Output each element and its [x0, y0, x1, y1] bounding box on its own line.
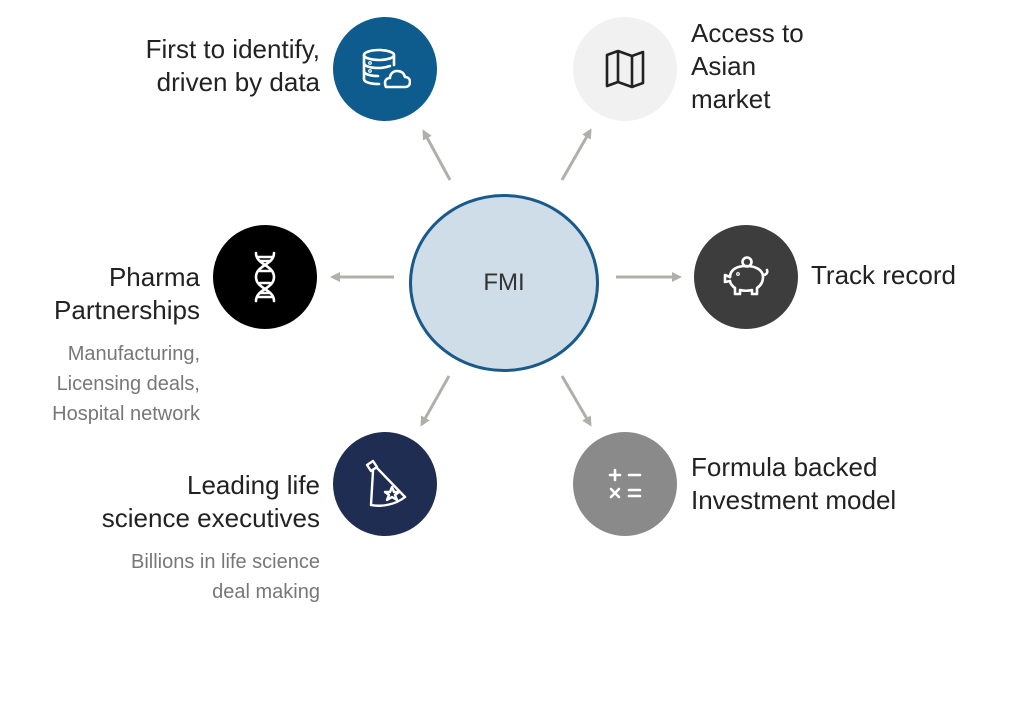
sublabel-pharma-line-1: Manufacturing, — [67, 343, 200, 365]
label-pharma-line-2: Partnerships — [54, 295, 200, 325]
node-track — [694, 225, 798, 329]
label-formula-line-1: Formula backed — [691, 452, 878, 482]
node-asia — [573, 17, 677, 121]
database-cloud-icon — [359, 47, 411, 91]
label-leaders-line-2: science executives — [101, 503, 320, 533]
label-formula-line-2: Investment model — [691, 485, 897, 515]
arrow-to-formula — [560, 375, 592, 427]
sublabel-leaders-line-1: Billions in life science — [131, 551, 320, 573]
label-data: First to identify, driven by data — [146, 33, 320, 99]
label-pharma: Pharma Partnerships — [54, 261, 200, 327]
spotlight-star-icon — [363, 459, 407, 509]
arrow-to-asia — [560, 128, 592, 181]
sublabel-pharma-line-3: Hospital network — [52, 403, 200, 425]
sublabel-pharma: Manufacturing, Licensing deals, Hospital… — [52, 339, 200, 429]
label-track-line-1: Track record — [811, 260, 956, 290]
dna-icon — [248, 251, 282, 303]
calculator-symbols-icon — [605, 464, 645, 504]
center-node: FMI — [409, 194, 599, 372]
label-asia: Access to Asian market — [691, 17, 804, 116]
node-formula — [573, 432, 677, 536]
label-asia-line-3: market — [691, 84, 771, 114]
label-data-line-2: driven by data — [156, 67, 320, 97]
arrow-to-leaders — [420, 375, 451, 427]
label-leaders: Leading life science executives — [102, 469, 320, 535]
label-asia-line-2: Asian — [691, 51, 757, 81]
node-pharma — [213, 225, 317, 329]
arrow-to-data — [422, 129, 452, 181]
sublabel-leaders: Billions in life science deal making — [131, 547, 320, 607]
map-icon — [603, 47, 647, 91]
node-data — [333, 17, 437, 121]
label-formula: Formula backed Investment model — [691, 451, 896, 517]
label-track: Track record — [811, 259, 956, 292]
piggy-bank-icon — [721, 255, 771, 299]
node-leaders — [333, 432, 437, 536]
label-data-line-1: First to identify, — [145, 34, 320, 64]
label-pharma-line-1: Pharma — [108, 262, 200, 292]
sublabel-pharma-line-2: Licensing deals, — [56, 373, 200, 395]
sublabel-leaders-line-2: deal making — [212, 581, 320, 603]
label-leaders-line-1: Leading life — [187, 470, 320, 500]
label-asia-line-1: Access to — [691, 18, 804, 48]
center-label: FMI — [483, 269, 525, 296]
